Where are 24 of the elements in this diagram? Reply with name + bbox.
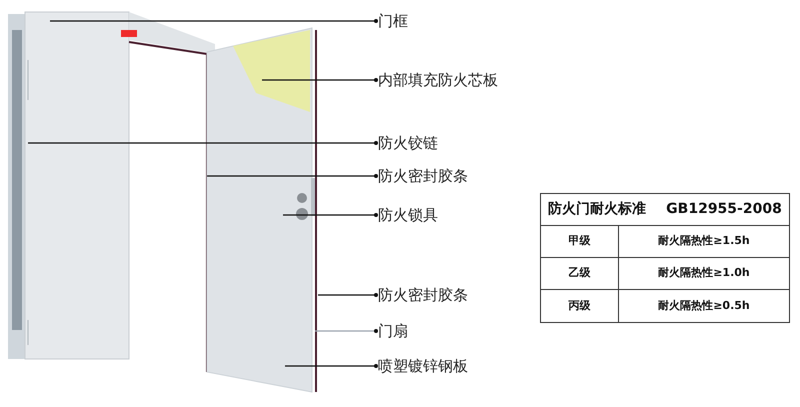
table-title: GB12955-2008 xyxy=(666,200,782,219)
leader-line xyxy=(207,174,378,178)
leader-line xyxy=(28,141,378,145)
leader-line xyxy=(285,364,378,368)
table-cell-text: 耐火隔热性≥1.5h xyxy=(657,233,751,250)
leader-line xyxy=(50,19,378,23)
callout-label: 防火密封胶条 xyxy=(378,166,468,186)
leader-line xyxy=(315,329,378,333)
callout-label: 门扇 xyxy=(378,321,408,341)
callout-label: 门框 xyxy=(378,11,408,31)
callout-label: 喷塑镀锌钢板 xyxy=(378,356,468,376)
table-cell: 丙级 xyxy=(541,290,619,322)
table-title: 防火门耐火标准 xyxy=(548,200,646,219)
callout-label: 防火锁具 xyxy=(378,205,438,225)
table-cell: 甲级 xyxy=(541,226,619,257)
callout-label: 防火密封胶条 xyxy=(378,285,468,305)
table-cell-text: 耐火隔热性≥0.5h xyxy=(657,298,751,314)
callout-label: 内部填充防火芯板 xyxy=(378,70,498,90)
leader-line xyxy=(283,213,378,217)
table-cell: 乙级 xyxy=(541,258,619,289)
leader-line xyxy=(318,293,378,297)
table-cell-text: 耐火隔热性≥1.0h xyxy=(657,265,751,282)
leader-line xyxy=(262,78,378,82)
callout-label: 防火铰链 xyxy=(378,133,438,153)
